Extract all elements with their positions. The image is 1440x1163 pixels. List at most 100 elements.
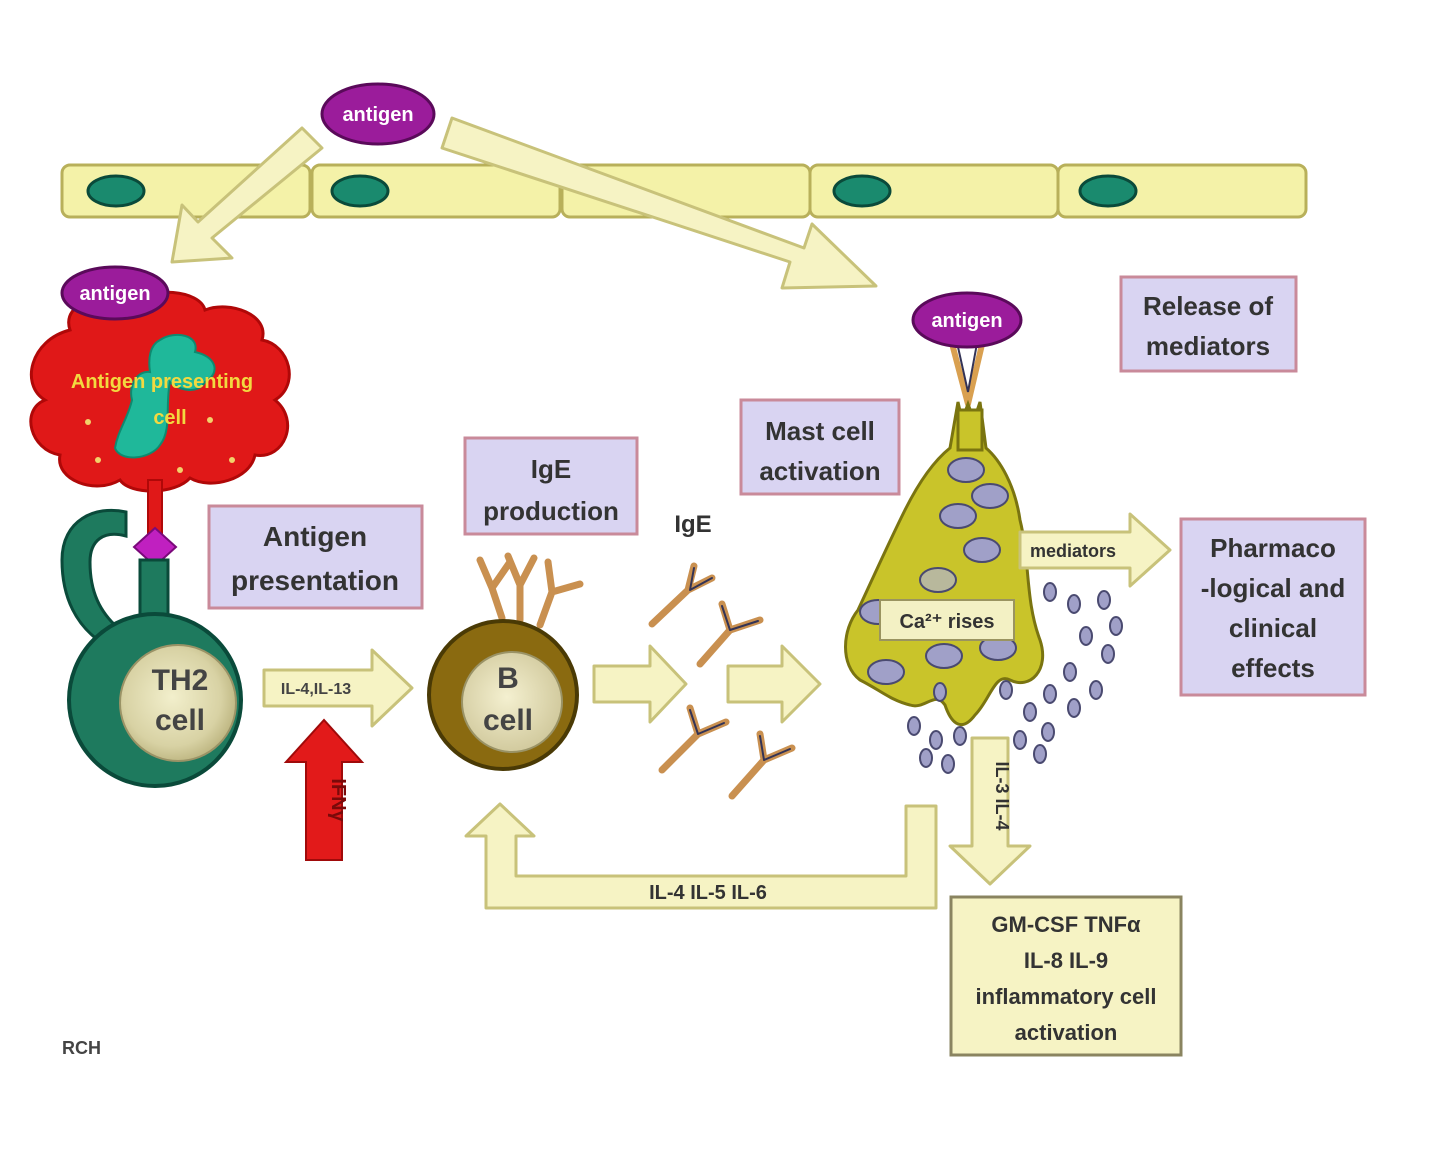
nucleus-2 <box>330 174 390 208</box>
ige-antibody <box>759 735 791 761</box>
pharmaco-line2: -logical and <box>1201 573 1345 603</box>
mast-cell-stalk <box>956 408 984 452</box>
apc-granule <box>207 417 213 423</box>
mast-granule <box>947 457 985 483</box>
antigen-on-mast-cell <box>911 291 1023 349</box>
il4-il5-il6-arrow-shape <box>464 802 938 910</box>
cytokines-box-bg <box>949 895 1183 1057</box>
epithelial-layer <box>60 163 1308 219</box>
ige-production-line2: production <box>483 496 619 526</box>
ige-receptor <box>504 552 538 624</box>
mast-granule <box>867 659 905 685</box>
release-of-mediators-box-bg <box>1119 275 1298 373</box>
released-granule <box>1079 626 1093 646</box>
antigen-presentation-line2: presentation <box>231 565 399 596</box>
mediators-label: mediators <box>1030 541 1116 561</box>
released-granule <box>929 730 943 750</box>
released-granule <box>1097 590 1111 610</box>
antigen-top-label: antigen <box>342 104 413 126</box>
released-granule <box>1043 582 1057 602</box>
ca-rises-box <box>879 599 1015 641</box>
nucleus-4 <box>1078 174 1138 208</box>
released-granules <box>907 582 1123 774</box>
apc-vacuole <box>113 333 216 459</box>
cytokines-line2: IL-8 IL-9 <box>1024 948 1108 973</box>
released-granule <box>907 716 921 736</box>
apc-label-line2: cell <box>153 407 186 429</box>
cytokines-line4: activation <box>1015 1020 1118 1045</box>
antigen-presentation-line1: Antigen <box>263 521 367 552</box>
mast-cell-activation-line1: Mast cell <box>765 416 875 446</box>
apc-granule <box>177 467 183 473</box>
tcr-stalk <box>138 558 170 622</box>
mast-cell-activation-line2: activation <box>759 456 880 486</box>
il3-il4-arrow: IL-3 IL-4 <box>948 736 1032 886</box>
mast-cell-activation-box-bg <box>739 398 901 496</box>
mast-granule <box>971 483 1009 509</box>
pharmaco-line1: Pharmaco <box>1210 533 1336 563</box>
antigen-presenting-cell: Antigen presenting cell <box>29 290 291 493</box>
il4-il13-arrow: IL-4,IL-13 <box>262 648 414 728</box>
ige-receptor <box>476 556 514 622</box>
b-cell-label-line2: cell <box>483 704 533 737</box>
b-cell-label-line1: B <box>497 662 519 695</box>
mast-granule <box>919 567 957 593</box>
b-cell: B cell <box>427 552 584 771</box>
il4-il5-il6-label: IL-4 IL-5 IL-6 <box>649 882 767 904</box>
ifn-gamma-arrow: IFNγ <box>283 718 365 861</box>
pharmacological-effects-box: Pharmaco -logical and clinical effects <box>1179 517 1367 697</box>
arrow-to-mast-cell <box>440 116 878 290</box>
ige-antibody <box>648 562 716 628</box>
ige-antibody <box>689 709 725 735</box>
apc-granule <box>229 457 235 463</box>
ca-rises-label: Ca²⁺ rises <box>899 611 994 633</box>
ige-antibody <box>696 600 764 668</box>
arrow-b-to-ige <box>592 644 688 724</box>
arrow-ige-to-mast <box>726 644 822 724</box>
nucleus-1 <box>86 174 146 208</box>
mhc-tcr-complex <box>60 479 178 642</box>
th2-label-line2: cell <box>155 704 205 737</box>
apc-granule <box>85 419 91 425</box>
released-granule <box>999 680 1013 700</box>
il4-il13-label: IL-4,IL-13 <box>281 681 351 698</box>
th2-nucleus <box>119 644 237 762</box>
mast-granule <box>939 503 977 529</box>
ige-production-line1: IgE <box>531 454 571 484</box>
released-granule <box>933 682 947 702</box>
free-ige-antibodies <box>648 562 796 800</box>
ifn-gamma-arrow-shape <box>283 718 365 861</box>
mediators-arrow: mediators <box>1018 512 1172 588</box>
release-of-mediators-box: Release of mediators <box>1119 275 1298 373</box>
mast-granule <box>925 643 963 669</box>
released-granule <box>1067 698 1081 718</box>
released-granule <box>1013 730 1027 750</box>
released-granule <box>919 748 933 768</box>
released-granule <box>1067 594 1081 614</box>
released-granule <box>1033 744 1047 764</box>
ige-label: IgE <box>674 511 711 538</box>
antigen-on-apc <box>60 265 170 321</box>
ifn-gamma-label: IFNγ <box>327 778 349 822</box>
ige-production-box: IgE production <box>463 436 639 536</box>
released-granule <box>1109 616 1123 636</box>
il4-il5-il6-feedback-arrow: IL-4 IL-5 IL-6 <box>464 802 938 910</box>
apc-granule <box>95 457 101 463</box>
antigen-top <box>320 82 436 146</box>
th2-label-line1: TH2 <box>152 664 209 697</box>
il3-il4-arrow-shape <box>948 736 1032 886</box>
ige-production-box-bg <box>463 436 639 536</box>
cytokines-line3: inflammatory cell <box>976 984 1157 1009</box>
mast-cell-activation-box: Mast cell activation <box>739 398 901 496</box>
cytokines-line1: GM-CSF TNFα <box>991 912 1141 937</box>
antigen-entry-arrows <box>170 116 878 290</box>
antigen-presentation-box: Antigen presentation <box>207 504 424 610</box>
mast-cell: antigen Ca²⁺ rises <box>844 291 1045 727</box>
released-granule <box>1101 644 1115 664</box>
released-granule <box>1089 680 1103 700</box>
apc-label-line1: Antigen presenting <box>71 371 253 393</box>
released-granule <box>1063 662 1077 682</box>
released-granule <box>1041 722 1055 742</box>
b-cell-ige-receptors <box>476 552 584 629</box>
il4-il13-arrow-shape <box>262 648 414 728</box>
